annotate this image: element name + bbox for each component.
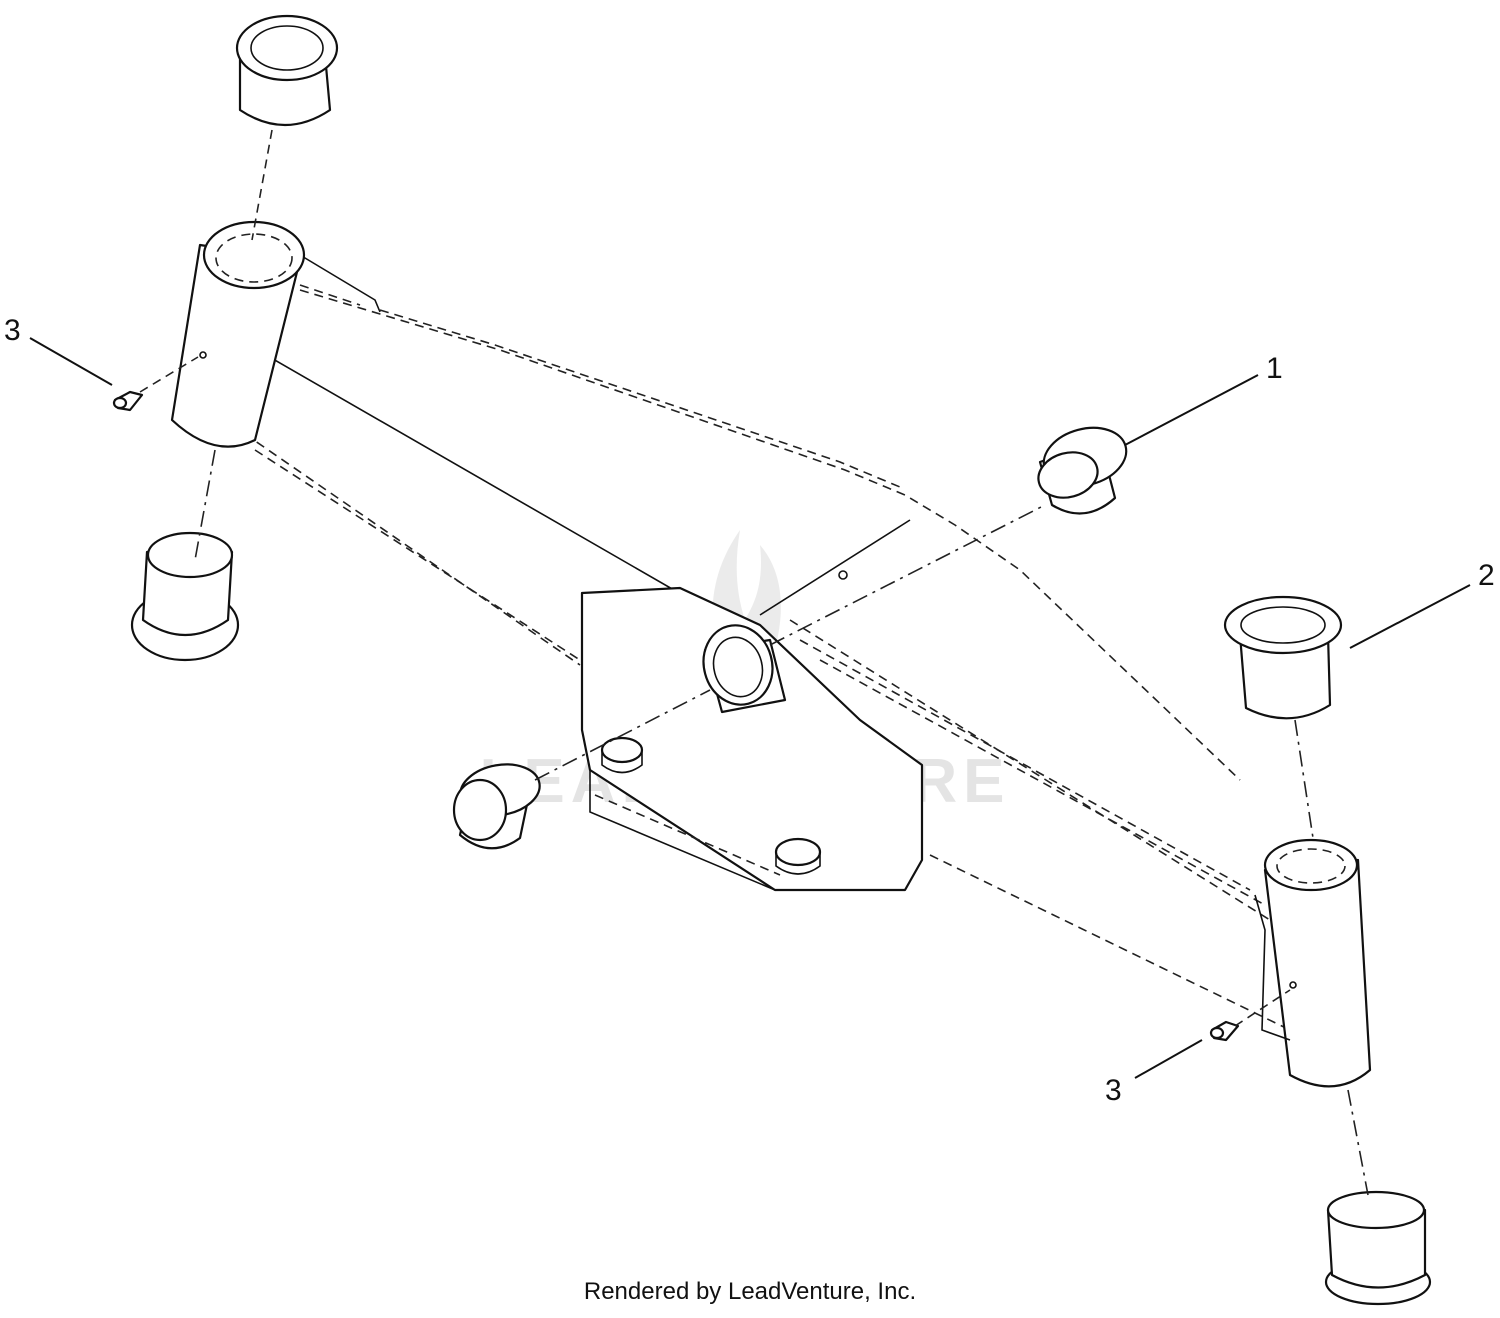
left-tube-bore xyxy=(215,233,293,283)
grease-fitting-left-tip xyxy=(112,396,128,410)
small-hole xyxy=(838,570,848,580)
grease-fitting-right-tip xyxy=(1209,1026,1225,1040)
plate-outline xyxy=(580,586,924,892)
mounting-plate xyxy=(580,570,924,892)
right-tube-body xyxy=(1263,858,1372,1088)
axis-top-left xyxy=(251,129,273,241)
right-tube-bore xyxy=(1276,848,1346,884)
arm-front-edge xyxy=(239,339,746,626)
axis-grease-right xyxy=(1234,989,1291,1027)
plate-boss-2 xyxy=(774,837,822,867)
right-tube-top xyxy=(1263,838,1359,892)
bushing-1-end xyxy=(1037,451,1099,499)
arm-lower-edge xyxy=(254,449,581,661)
left-tube-top xyxy=(202,220,306,290)
bushing-item-2 xyxy=(1223,595,1343,720)
plate-bottom-edge xyxy=(594,794,781,876)
left-tube-body xyxy=(170,243,302,448)
grease-fitting-right xyxy=(1209,1020,1240,1042)
arm-front-edge-lower xyxy=(231,424,581,666)
callout-3-right: 3 xyxy=(1105,1074,1122,1107)
bushing-2-bore xyxy=(1240,606,1326,644)
leader-2 xyxy=(1349,584,1471,649)
plate-boss-1-side xyxy=(601,750,643,774)
leader-3-left xyxy=(29,337,113,386)
leader-1 xyxy=(1124,374,1259,446)
axis-left-lower xyxy=(194,449,216,561)
right-grease-port xyxy=(1289,981,1297,989)
callout-3-left: 3 xyxy=(4,314,21,347)
axis-center-2 xyxy=(769,504,1046,646)
bushing-bottom-right-body xyxy=(1326,1208,1427,1289)
left-grease-port xyxy=(199,351,207,359)
bushing-bottom-right xyxy=(1324,1190,1432,1306)
assembly-axes xyxy=(139,129,1369,1196)
bushing-bottom-right-top xyxy=(1326,1190,1426,1230)
plate-edge xyxy=(589,770,776,891)
arm-top-edge-inner xyxy=(379,309,901,488)
bushing-bottom-left xyxy=(130,531,240,662)
bushing-top-left-bore xyxy=(250,25,324,71)
arm-rib-right-2 xyxy=(819,659,1266,906)
arm-lower-right xyxy=(789,619,1271,921)
bushing-center-left xyxy=(452,763,541,850)
plate-boss-2-side xyxy=(775,852,821,875)
arm-left-collar xyxy=(299,254,381,313)
left-pivot-tube xyxy=(170,220,306,448)
axis-right-top xyxy=(1294,719,1314,839)
right-tube-bracket xyxy=(1254,894,1291,1041)
bushing-item-1 xyxy=(1037,426,1128,515)
plate-boss-1 xyxy=(600,736,644,764)
right-pivot-tube xyxy=(1254,838,1372,1088)
arm-mid-rib xyxy=(759,519,911,616)
bushing-2-body xyxy=(1238,633,1332,720)
leader-3-right xyxy=(1134,1039,1203,1079)
callout-1: 1 xyxy=(1266,352,1283,385)
pivot-tube-bore xyxy=(712,636,764,698)
bushing-center-left-end xyxy=(452,778,508,842)
bushing-bottom-left-top xyxy=(146,531,234,579)
arm-rib-right xyxy=(799,639,1251,891)
arm-lower-right-2 xyxy=(929,854,1291,1031)
callout-2: 2 xyxy=(1478,559,1495,592)
axis-center xyxy=(534,689,711,781)
axis-grease-left xyxy=(139,356,199,393)
arm-left-collar-2 xyxy=(299,284,361,306)
bushing-2-flange xyxy=(1223,595,1343,655)
bushing-top-left xyxy=(235,14,339,126)
axis-right-bottom xyxy=(1347,1089,1369,1196)
callout-labels: 1 2 3 3 xyxy=(4,314,1495,1107)
callout-leaders xyxy=(29,337,1471,1079)
grease-fitting-left xyxy=(112,390,144,412)
credit-footer: Rendered by LeadVenture, Inc. xyxy=(583,1278,917,1305)
